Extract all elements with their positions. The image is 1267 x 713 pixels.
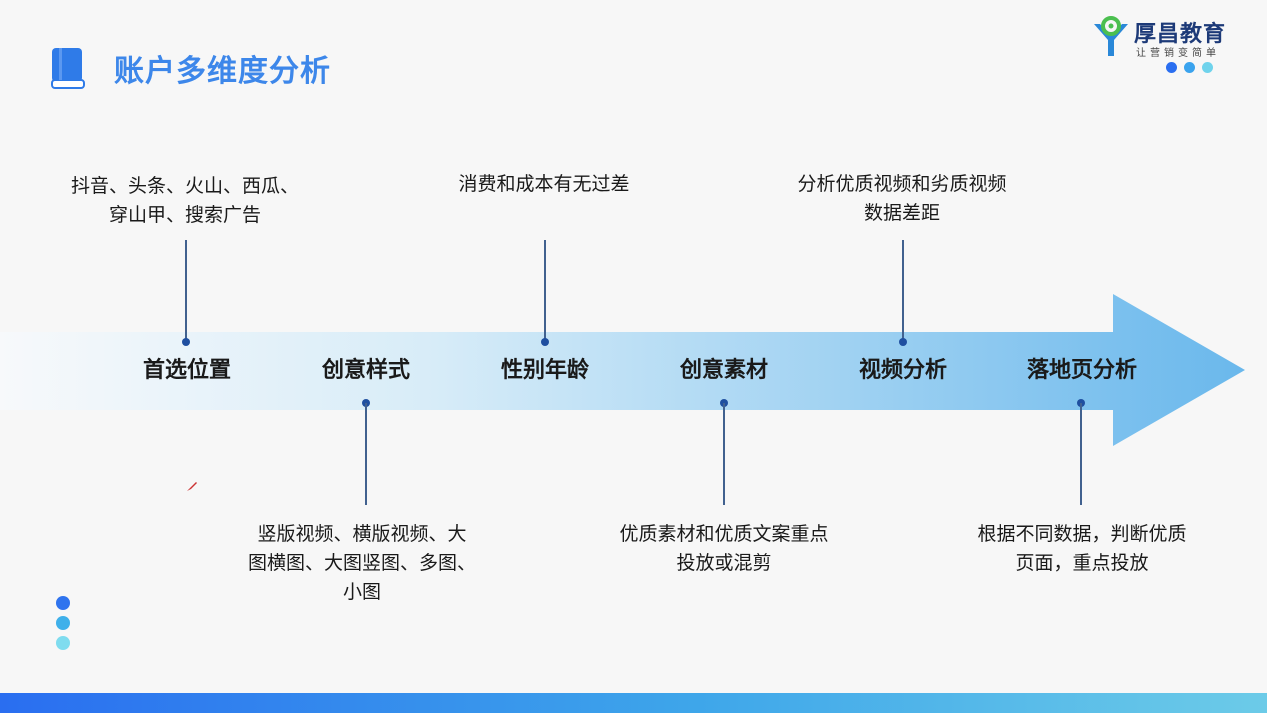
node-label-creative-material: 创意素材: [679, 358, 768, 383]
connector-dot: [899, 338, 907, 346]
logo-dot: [1202, 62, 1213, 73]
bottom-bar: [0, 693, 1267, 713]
connector-line: [902, 240, 904, 342]
node-label-creative-style: 创意样式: [321, 358, 410, 383]
desc-line: 图横图、大图竖图、多图、: [247, 552, 476, 574]
side-dots: [56, 596, 70, 656]
desc-creative-material: 优质素材和优质文案重点 投放或混剪: [584, 520, 864, 578]
desc-line: 穿山甲、搜索广告: [108, 204, 261, 226]
desc-line: 优质素材和优质文案重点: [619, 523, 829, 545]
page-header: 账户多维度分析: [50, 46, 331, 90]
connector-line: [723, 403, 725, 505]
brand-logo: 厚昌教育 让营销变简单: [1088, 14, 1248, 73]
desc-creative-style: 竖版视频、横版视频、大 图横图、大图竖图、多图、 小图: [222, 520, 502, 607]
desc-line: 竖版视频、横版视频、大: [257, 523, 467, 545]
desc-line: 投放或混剪: [676, 552, 772, 574]
pen-cursor-icon: [187, 482, 197, 491]
logo-slogan: 让营销变简单: [1136, 48, 1220, 59]
logo-dot: [1166, 62, 1177, 73]
desc-line: 小图: [342, 581, 381, 603]
logo-mark-icon: [1094, 16, 1128, 56]
desc-landing-page: 根据不同数据，判断优质 页面，重点投放: [942, 520, 1222, 578]
connector-dot: [182, 338, 190, 346]
desc-gender-age: 消费和成本有无过差: [404, 170, 684, 199]
desc-position: 抖音、头条、火山、西瓜、 穿山甲、搜索广告: [40, 172, 330, 230]
logo-name: 厚昌教育: [1134, 22, 1227, 47]
desc-line: 抖音、头条、火山、西瓜、: [70, 175, 299, 197]
desc-line: 数据差距: [863, 202, 940, 224]
page-title: 账户多维度分析: [114, 54, 331, 89]
node-label-position: 首选位置: [142, 358, 231, 383]
desc-line: 根据不同数据，判断优质: [977, 523, 1187, 545]
connector-line: [544, 240, 546, 342]
side-dot: [56, 636, 70, 650]
desc-video-analysis: 分析优质视频和劣质视频 数据差距: [762, 170, 1042, 228]
connector-line: [1080, 403, 1082, 505]
node-label-landing-page: 落地页分析: [1026, 358, 1137, 383]
timeline-arrow: [0, 294, 1245, 446]
book-icon: [51, 48, 85, 89]
side-dot: [56, 596, 70, 610]
node-label-video-analysis: 视频分析: [858, 358, 947, 383]
logo-dot: [1184, 62, 1195, 73]
node-label-gender-age: 性别年龄: [500, 358, 589, 383]
connector-line: [365, 403, 367, 505]
side-dot: [56, 616, 70, 630]
connector-line: [185, 240, 187, 342]
desc-line: 页面，重点投放: [1015, 552, 1149, 574]
desc-line: 消费和成本有无过差: [458, 173, 630, 195]
logo-dots: [1166, 62, 1213, 73]
desc-line: 分析优质视频和劣质视频: [797, 173, 1007, 195]
connector-dot: [541, 338, 549, 346]
